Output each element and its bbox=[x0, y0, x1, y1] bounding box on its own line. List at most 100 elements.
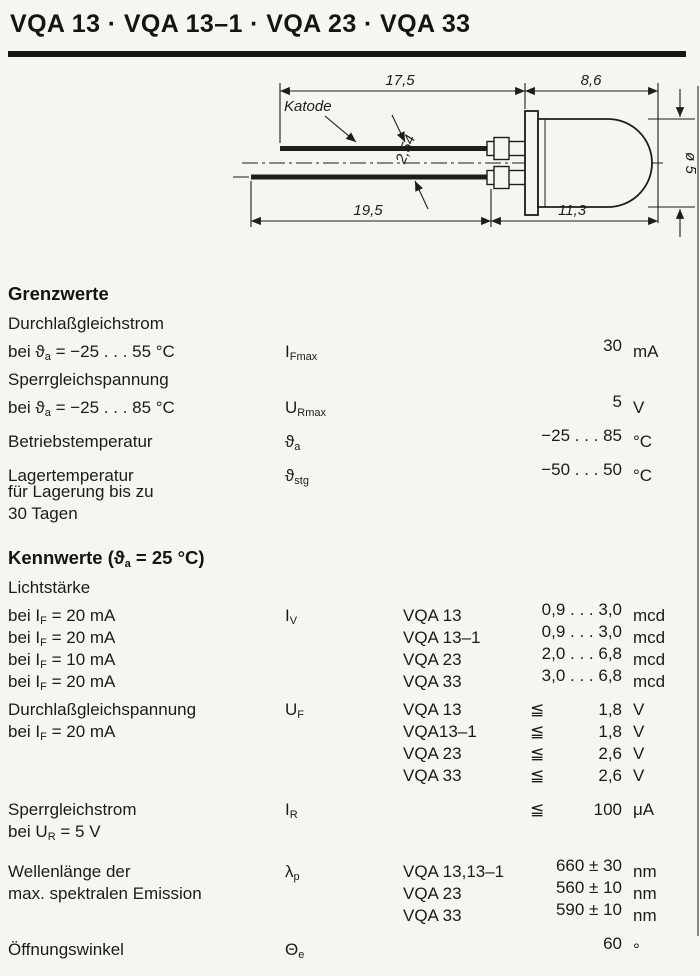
row-unit: V bbox=[633, 766, 645, 785]
row-value-number: 0,9 . . . 3,0 bbox=[541, 622, 622, 641]
row-description: Lagertemperatur bbox=[8, 466, 134, 485]
table-row: bei IF = 10 mA VQA 23 2,0 . . . 6,8 mcd bbox=[8, 643, 690, 671]
row-symbol: URmax bbox=[285, 398, 327, 419]
dim-body-total-length: 11,3 bbox=[558, 202, 587, 219]
dim-body-length: 8,6 bbox=[581, 72, 603, 89]
row-description: bei IF = 20 mA bbox=[8, 672, 116, 693]
row-description: bei UR = 5 V bbox=[8, 822, 101, 843]
row-symbol: ϑa bbox=[285, 432, 301, 453]
grenzwerte-heading: Grenzwerte bbox=[8, 283, 109, 304]
row-symbol: IV bbox=[285, 606, 298, 627]
row-value: 0,9 . . . 3,0 bbox=[530, 621, 622, 643]
package-flange bbox=[524, 110, 539, 216]
row-description: Durchlaßgleichspannung bbox=[8, 700, 197, 719]
row-type: VQA 23 bbox=[403, 650, 462, 669]
table-row: Öffnungswinkel Θe 60 ° bbox=[8, 933, 690, 961]
table-row: Sperrgleichstrom IR ≦100 μA bbox=[8, 799, 690, 821]
row-value: 30 bbox=[530, 335, 622, 357]
table-row: VQA 33 ≦ 2,6 V bbox=[8, 765, 690, 787]
title-rule bbox=[8, 51, 686, 57]
row-value-relation: ≦ bbox=[530, 766, 545, 785]
row-unit: °C bbox=[633, 432, 653, 451]
row-value: 560 ± 10 bbox=[530, 877, 622, 899]
led-dimension-drawing: 17,5 8,6 Katode 2,54 19,5 11,3 ø 5 bbox=[233, 72, 699, 237]
kennwerte-table: Lichtstärke bei IF = 20 mA IV VQA 13 0,9… bbox=[8, 577, 690, 961]
row-type: VQA 33 bbox=[403, 766, 462, 785]
row-value: ≦1,8 bbox=[530, 699, 622, 721]
katode-leader bbox=[324, 115, 357, 143]
row-description: für Lagerung bis zu bbox=[8, 482, 154, 501]
row-description: Sperrgleichspannung bbox=[8, 370, 169, 389]
grenzwerte-table: Durchlaßgleichstrom bei ϑa = −25 . . . 5… bbox=[8, 313, 690, 525]
row-value: ≦ 2,6 bbox=[530, 743, 622, 765]
table-row: bei UR = 5 V bbox=[8, 821, 690, 843]
row-value-number: −50 . . . 50 bbox=[541, 460, 622, 479]
row-value: 660 ± 30 bbox=[530, 855, 622, 877]
row-unit: ° bbox=[633, 940, 640, 959]
dimension-lines bbox=[250, 83, 695, 237]
kennwerte-heading: Kennwerte (ϑa = 25 °C) bbox=[8, 547, 205, 570]
table-row: bei IF = 20 mA VQA 13–1 0,9 . . . 3,0 mc… bbox=[8, 621, 690, 649]
table-row: VQA 33 590 ± 10 nm bbox=[8, 899, 690, 925]
table-row: bei IF = 20 mA VQA13–1 ≦1,8 V bbox=[8, 721, 690, 743]
led-leads bbox=[251, 146, 489, 180]
row-value-number: −25 . . . 85 bbox=[541, 426, 622, 445]
row-value-number: 1,8 bbox=[598, 700, 622, 719]
row-value: ≦ 2,6 bbox=[530, 765, 622, 787]
dim-lead-bottom-length: 19,5 bbox=[353, 202, 383, 219]
grenzwerte-section: Grenzwerte Durchlaßgleichstrom bei ϑa = … bbox=[8, 283, 690, 525]
row-value-number: 100 bbox=[593, 800, 622, 819]
table-row: bei ϑa = −25 . . . 85 °C URmax 5 V bbox=[8, 391, 690, 419]
row-value-number: 560 ± 10 bbox=[555, 878, 622, 897]
table-row: bei IF = 20 mA IV VQA 13 0,9 . . . 3,0 m… bbox=[8, 599, 690, 627]
row-unit: V bbox=[633, 398, 645, 417]
row-description: bei ϑa = −25 . . . 85 °C bbox=[8, 398, 175, 419]
row-value-number: 660 ± 30 bbox=[555, 856, 622, 875]
row-type: VQA 13,13–1 bbox=[403, 862, 505, 881]
row-unit: mcd bbox=[633, 650, 666, 669]
row-description: bei ϑa = −25 . . . 55 °C bbox=[8, 342, 175, 363]
row-description: bei IF = 20 mA bbox=[8, 722, 116, 743]
row-value-number: 2,6 bbox=[598, 744, 622, 763]
row-value-number: 3,0 . . . 6,8 bbox=[541, 666, 622, 685]
row-value-number: 2,6 bbox=[598, 766, 622, 785]
dim-diameter: ø 5 bbox=[682, 152, 699, 174]
row-description: bei IF = 20 mA bbox=[8, 606, 116, 627]
row-description: Öffnungswinkel bbox=[8, 940, 124, 959]
row-value-relation: ≦ bbox=[530, 800, 545, 819]
katode-label: Katode bbox=[284, 98, 332, 115]
row-value-number: 60 bbox=[603, 934, 622, 953]
row-description: max. spektralen Emission bbox=[8, 884, 202, 903]
row-unit: mcd bbox=[633, 606, 666, 625]
table-row: Durchlaßgleichspannung UF VQA 13 ≦1,8 V bbox=[8, 699, 690, 721]
table-row: max. spektralen Emission VQA 23 560 ± 10… bbox=[8, 877, 690, 903]
row-description: Lichtstärke bbox=[8, 578, 91, 597]
row-description: bei IF = 20 mA bbox=[8, 628, 116, 649]
row-type: VQA 33 bbox=[403, 906, 462, 925]
row-unit: mcd bbox=[633, 672, 666, 691]
row-value-number: 30 bbox=[603, 336, 622, 355]
row-description: Durchlaßgleichstrom bbox=[8, 314, 164, 333]
row-type: VQA 23 bbox=[403, 884, 462, 903]
row-value: 60 bbox=[530, 933, 622, 955]
row-description: 30 Tagen bbox=[8, 504, 78, 523]
row-value: 0,9 . . . 3,0 bbox=[530, 599, 622, 621]
row-description: Wellenlänge der bbox=[8, 862, 131, 881]
row-value: 5 bbox=[530, 391, 622, 413]
row-symbol: IR bbox=[285, 800, 298, 821]
row-type: VQA13–1 bbox=[403, 722, 477, 741]
row-description: bei IF = 10 mA bbox=[8, 650, 116, 671]
row-description: Betriebstemperatur bbox=[8, 432, 153, 451]
row-unit: mA bbox=[633, 342, 659, 361]
row-value-relation: ≦ bbox=[530, 744, 545, 763]
row-symbol: λp bbox=[285, 862, 300, 883]
datasheet-page: VQA 13 · VQA 13–1 · VQA 23 · VQA 33 bbox=[8, 10, 699, 961]
table-row: Sperrgleichspannung bbox=[8, 369, 690, 391]
row-value: ≦ 100 bbox=[530, 799, 622, 821]
row-value-number: 1,8 bbox=[598, 722, 622, 741]
row-type: VQA 23 bbox=[403, 744, 462, 763]
row-type: VQA 33 bbox=[403, 672, 462, 691]
row-unit: V bbox=[633, 722, 645, 741]
row-value: 2,0 . . . 6,8 bbox=[530, 643, 622, 665]
row-value-number: 590 ± 10 bbox=[555, 900, 622, 919]
